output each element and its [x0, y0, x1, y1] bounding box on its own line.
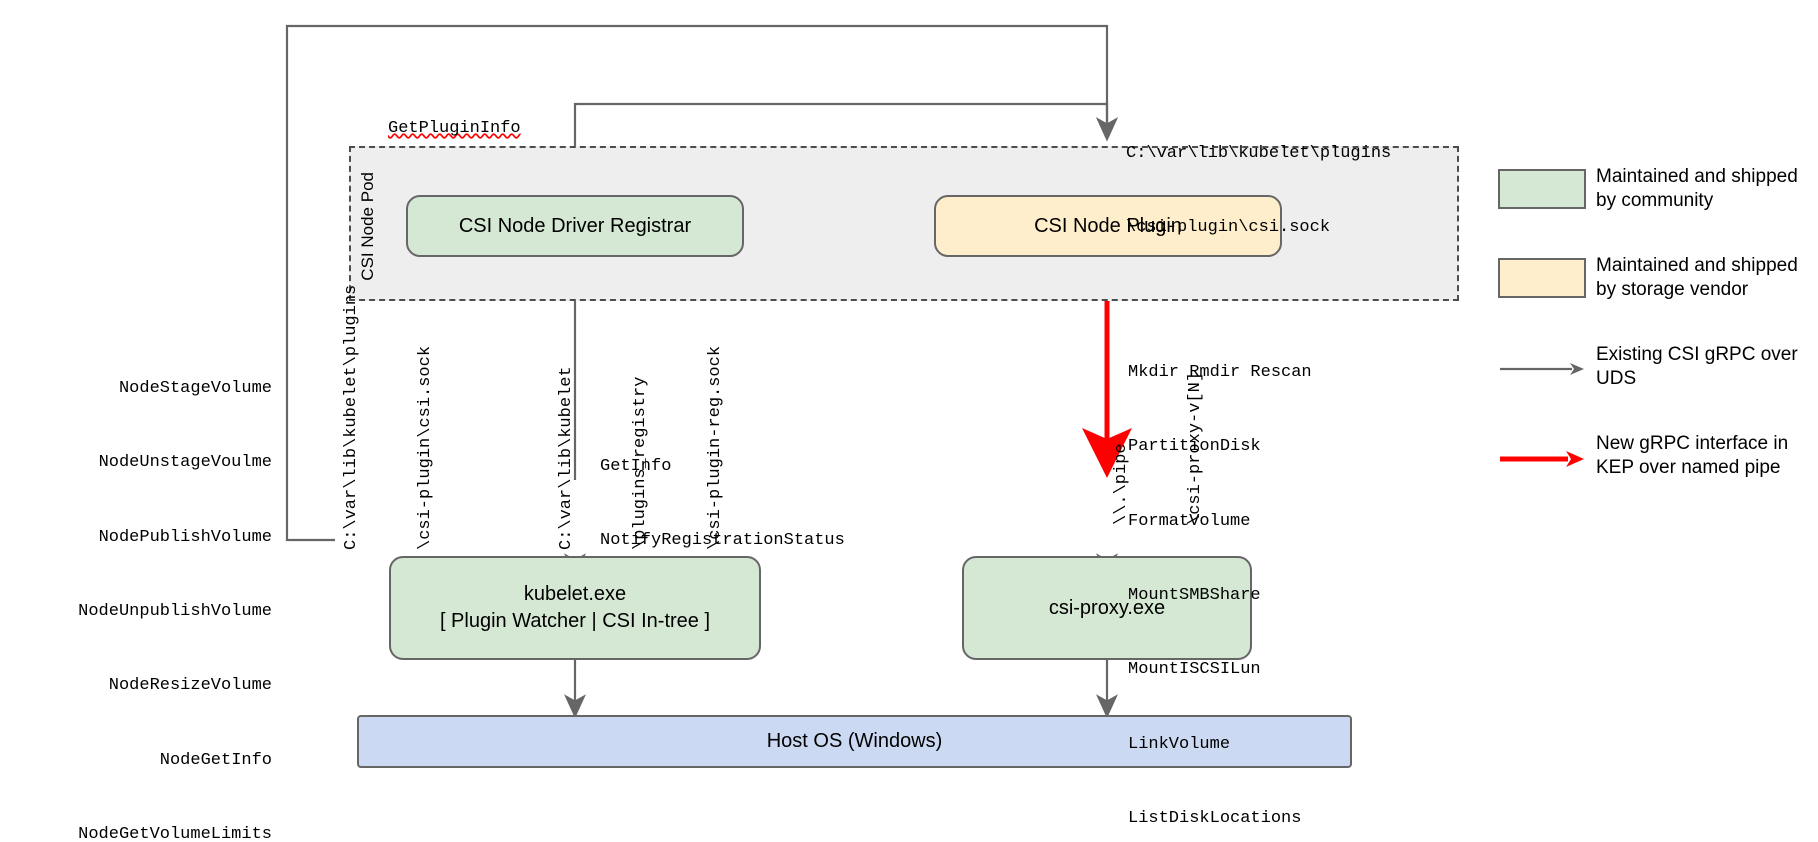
gray-arrow-icon — [1500, 363, 1584, 375]
node-csi-node-driver-registrar[interactable]: CSI Node Driver Registrar — [406, 195, 744, 257]
edge-kubelet-to-csi-node-plugin — [285, 24, 1118, 542]
red-arrow-icon — [1500, 451, 1584, 467]
label-get-plugin-info: GetPluginInfo — [388, 119, 521, 138]
legend-item-existing-grpc: Existing CSI gRPC over UDS — [1498, 343, 1808, 399]
legend-swatch-yellow — [1498, 258, 1586, 298]
registrar-call: GetInfo — [600, 456, 672, 476]
api-item: LinkVolume — [1128, 734, 1231, 754]
legend-label: New gRPC interface in KEP over named pip… — [1596, 433, 1789, 479]
node-csi-proxy-exe[interactable]: csi-proxy.exe — [962, 556, 1252, 660]
legend-label: Maintained and shipped by community — [1596, 166, 1798, 212]
node-host-os[interactable]: Host OS (Windows) — [357, 715, 1352, 768]
api-item: NodeUnstageVoulme — [98, 453, 272, 473]
node-label-line1: kubelet.exe — [523, 583, 627, 605]
api-item: MountSMBShare — [1128, 585, 1261, 605]
path-line: C:\var\lib\kubelet — [556, 366, 576, 550]
api-item: Mkdir Rmdir Rescan — [1128, 362, 1312, 382]
legend-label: Existing CSI gRPC over UDS — [1596, 344, 1798, 390]
legend-swatch-green — [1498, 169, 1586, 209]
api-item: NodeStageVolume — [118, 378, 272, 398]
api-item: NodeUnpublishVolume — [78, 601, 272, 621]
node-label: Host OS (Windows) — [766, 730, 943, 752]
label-plugin-socket-path: C:\var\lib\kubelet\plugins \csi-plugin\c… — [1126, 92, 1391, 291]
api-item: PartitionDisk — [1128, 437, 1261, 457]
path-line: C:\var\lib\kubelet\plugins — [341, 284, 361, 550]
api-item: NodeGetVolumeLimits — [78, 825, 272, 842]
api-item: ListDiskLocations — [1128, 809, 1302, 829]
legend-item-storage-vendor: Maintained and shipped by storage vendor — [1498, 254, 1808, 310]
node-csi-node-plugin[interactable]: CSI Node Plugin — [934, 195, 1282, 257]
api-item: NodeGetInfo — [159, 750, 272, 770]
api-item: FormatVolume — [1128, 511, 1251, 531]
api-item: MountISCSILun — [1128, 660, 1261, 680]
path-line: \csi-plugin\csi.sock — [416, 345, 436, 550]
node-label: CSI Node Driver Registrar — [458, 214, 692, 237]
legend-item-new-grpc: New gRPC interface in KEP over named pip… — [1498, 432, 1808, 488]
node-label: CSI Node Plugin — [1034, 214, 1182, 237]
label-csi-socket-path-vertical: C:\var\lib\kubelet\plugins \csi-plugin\c… — [290, 285, 489, 550]
legend-swatch-wrap — [1498, 165, 1596, 209]
api-item: NodeResizeVolume — [108, 676, 272, 696]
legend-item-community: Maintained and shipped by community — [1498, 165, 1808, 221]
legend: Maintained and shipped by community Main… — [1498, 165, 1808, 521]
legend-arrow-wrap — [1498, 432, 1596, 473]
node-kubelet-exe[interactable]: kubelet.exe [ Plugin Watcher | CSI In-tr… — [389, 556, 761, 660]
csi-proxy-api-list: Mkdir Rmdir Rescan PartitionDisk FormatV… — [1128, 311, 1312, 842]
node-label-line2: [ Plugin Watcher | CSI In-tree ] — [439, 610, 711, 632]
legend-arrow-wrap — [1498, 343, 1596, 382]
csi-node-pod-label: CSI Node Pod — [358, 172, 377, 281]
registrar-call: NotifyRegistrationStatus — [600, 531, 845, 551]
legend-swatch-wrap — [1498, 254, 1596, 298]
csi-node-service-api-list: NodeStageVolume NodeUnstageVoulme NodePu… — [22, 327, 272, 842]
api-item: NodePublishVolume — [98, 527, 272, 547]
node-label: csi-proxy.exe — [1048, 596, 1166, 619]
legend-label: Maintained and shipped by storage vendor — [1596, 255, 1798, 301]
registrar-call-list: GetInfo NotifyRegistrationStatus — [600, 405, 845, 604]
label-plugin-socket-path-line1: C:\var\lib\kubelet\plugins — [1126, 143, 1392, 163]
label-plugin-socket-path-line2: \csi-plugin\csi.sock — [1126, 218, 1331, 238]
